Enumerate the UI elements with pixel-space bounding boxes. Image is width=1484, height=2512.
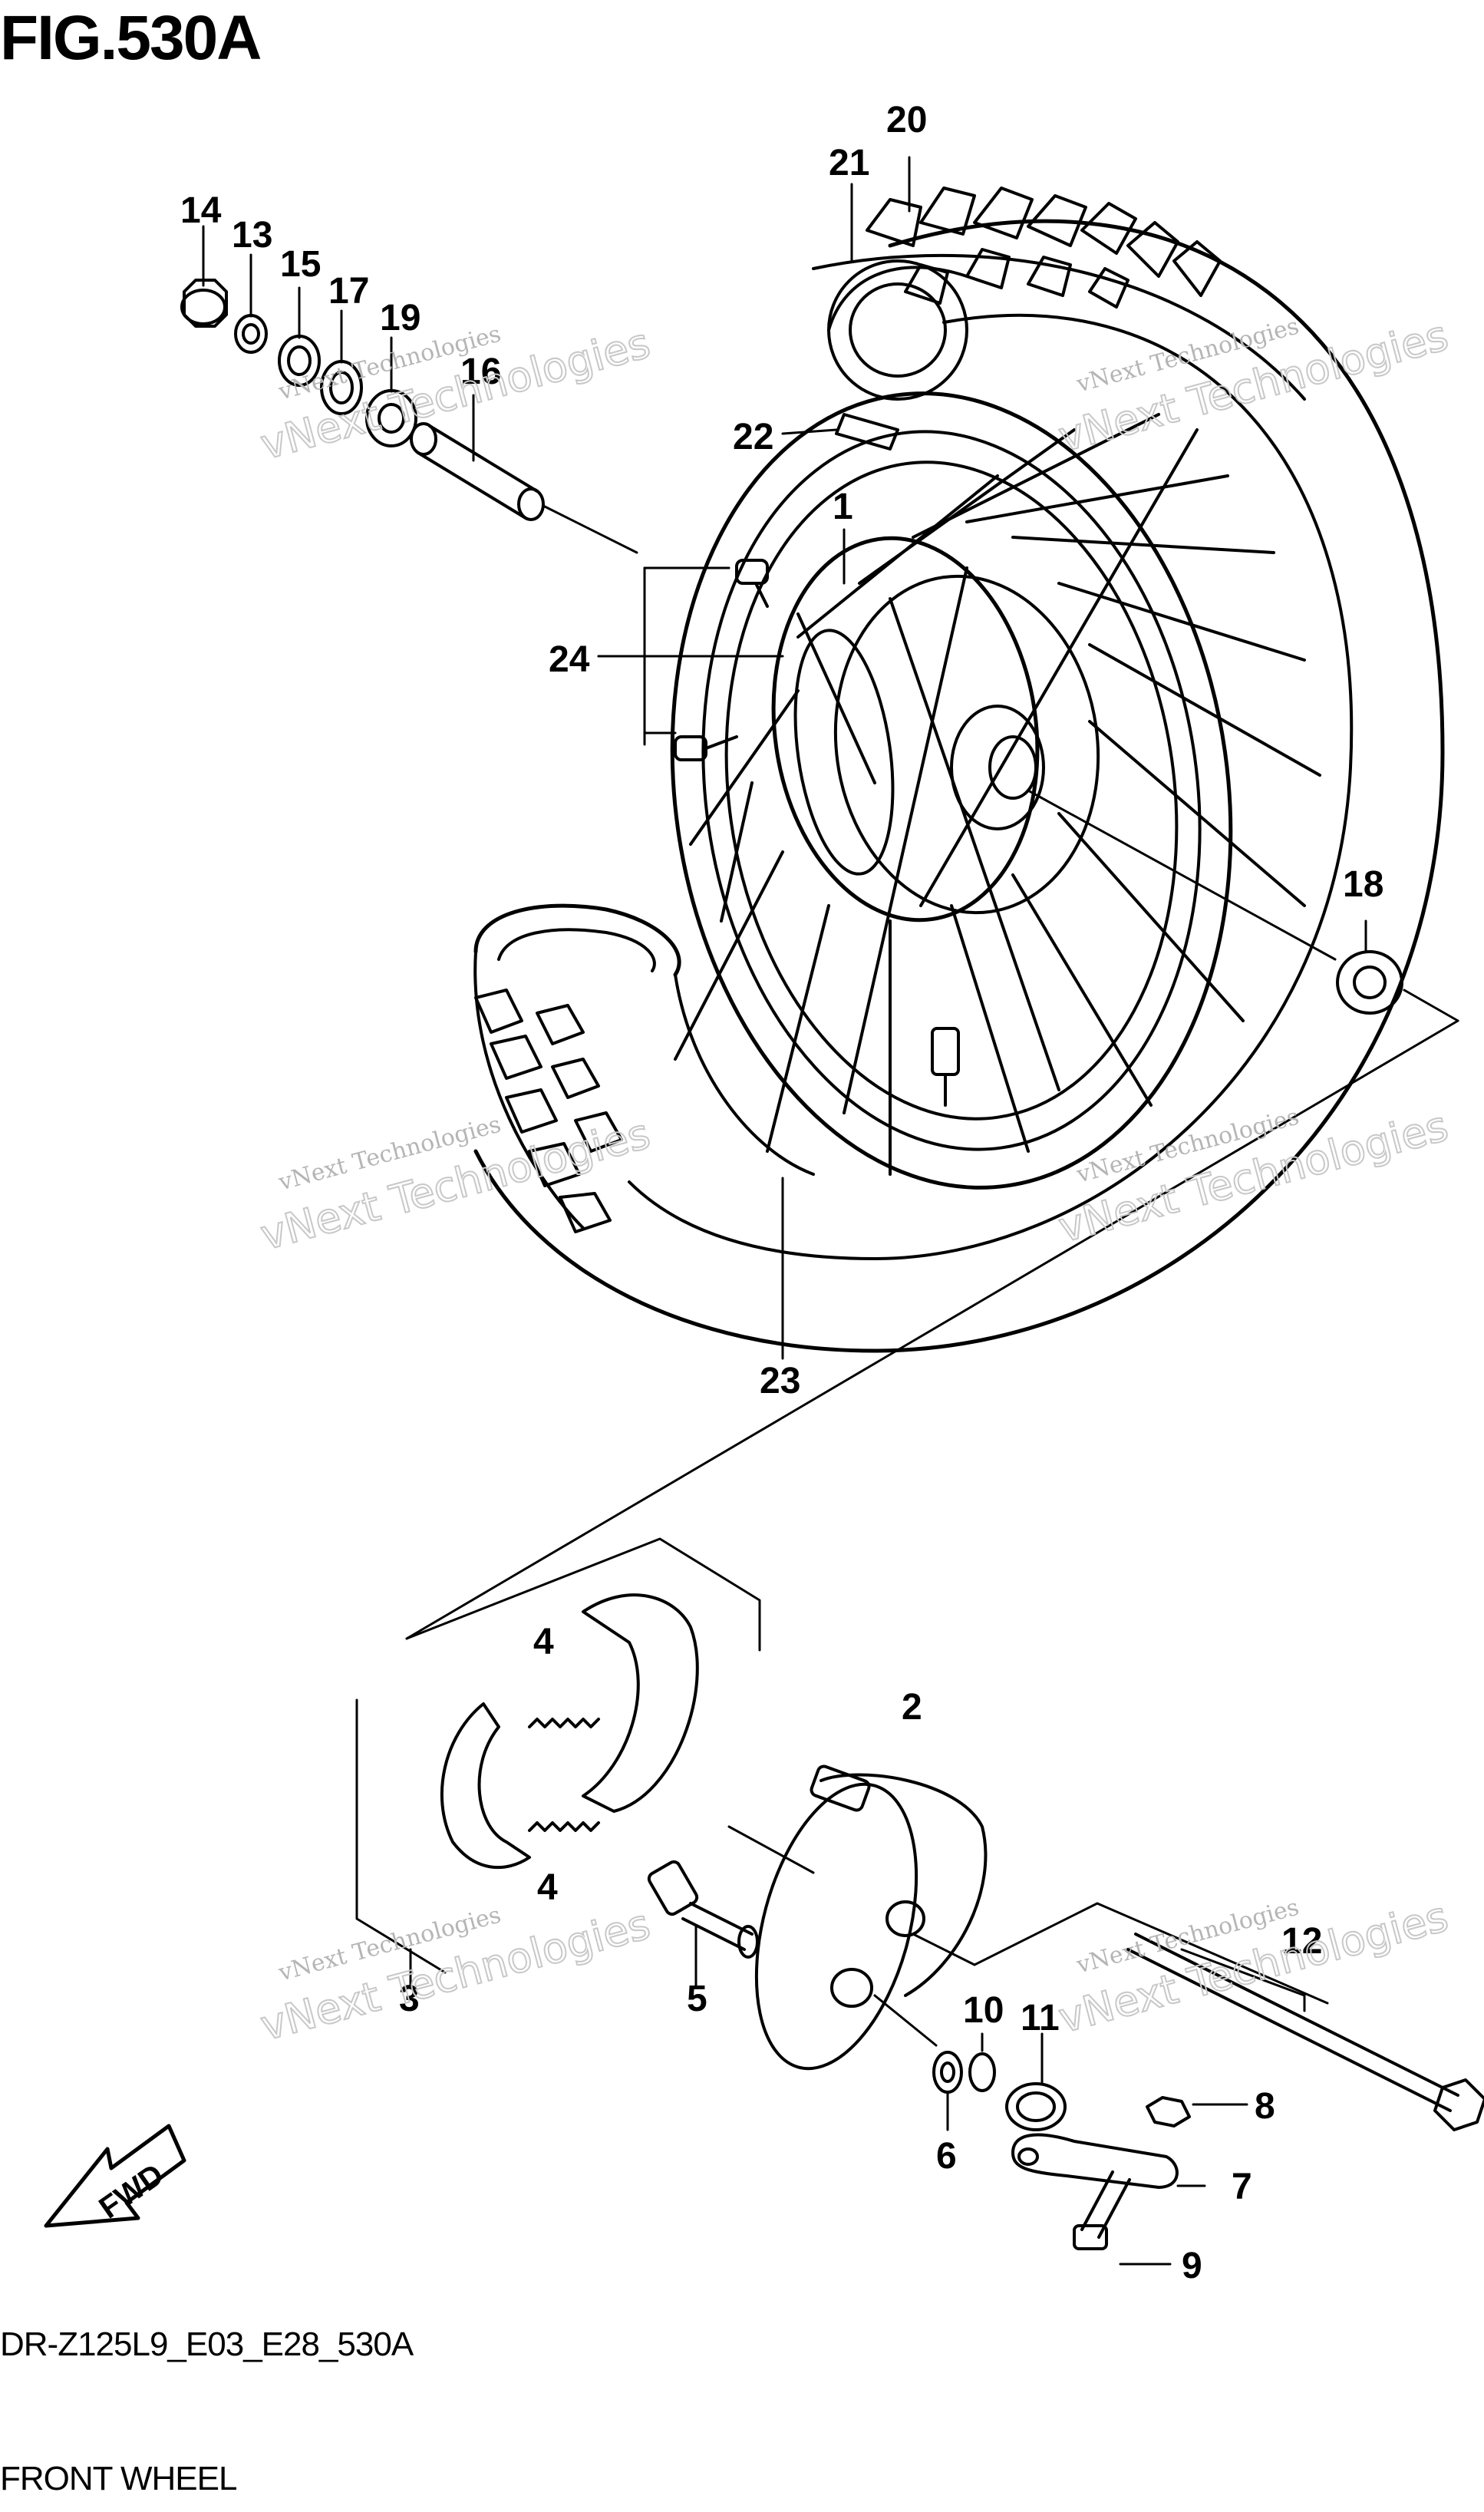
nut-14	[180, 279, 228, 328]
callout-5: 5	[687, 1979, 707, 2019]
callout-2: 2	[902, 1687, 922, 1728]
brake-panel	[754, 1764, 988, 2071]
callout-1: 1	[833, 487, 853, 527]
callout-16: 16	[460, 352, 501, 392]
figure-title: FIG.530A	[0, 3, 262, 73]
callout-13: 13	[232, 215, 272, 256]
brake-shoe-lower	[440, 1702, 531, 1870]
brake-shoe-upper	[582, 1593, 699, 1813]
spacer-16	[410, 422, 545, 521]
fwd-arrow-icon: FWD	[44, 2124, 186, 2228]
callout-19: 19	[380, 298, 420, 338]
figure-code: DR-Z125L9_E03_E28_530A	[0, 2325, 414, 2363]
brake-spring-upper	[528, 1718, 600, 1728]
washer-6	[932, 2051, 963, 2094]
callout-4-lower: 4	[537, 1867, 558, 1908]
wheel-rim	[670, 391, 1233, 1190]
rim-band	[835, 413, 899, 451]
callout-22: 22	[733, 417, 773, 457]
callout-11: 11	[1021, 1998, 1060, 2038]
callout-12: 12	[1281, 1921, 1322, 1962]
brake-cam-lever	[1011, 2133, 1179, 2189]
callout-20: 20	[886, 100, 927, 140]
brake-spring-lower	[528, 1821, 600, 1832]
nut-8	[1146, 2096, 1191, 2127]
wheel-spokes	[674, 413, 1321, 1176]
callout-15: 15	[280, 244, 321, 285]
callout-24: 24	[549, 639, 590, 680]
callout-4-upper: 4	[533, 1622, 554, 1662]
callout-9: 9	[1182, 2246, 1202, 2286]
callout-23: 23	[760, 1361, 800, 1401]
front-axle	[1126, 1933, 1484, 2131]
tire	[473, 187, 1445, 1353]
cam-seal-11	[1005, 2082, 1067, 2131]
leader-lines	[202, 156, 1459, 2266]
callout-6: 6	[936, 2136, 957, 2177]
fwd-label: FWD	[93, 2157, 170, 2225]
callout-10: 10	[963, 1990, 1004, 2031]
bearing-18	[1336, 950, 1403, 1015]
bolt-9	[1073, 2170, 1131, 2250]
callout-8: 8	[1255, 2086, 1275, 2127]
callout-labels: 14 13 15 17 19 16 20 21 22 1 24 18 23 4 …	[180, 100, 1383, 2286]
figure-name: FRONT WHEEL	[0, 2460, 237, 2497]
callout-14: 14	[180, 190, 222, 231]
callout-17: 17	[328, 271, 369, 312]
bolts-24	[674, 559, 769, 761]
callout-7: 7	[1232, 2167, 1252, 2207]
washer-13	[234, 314, 268, 354]
washer-10	[968, 2052, 996, 2092]
brake-cam	[647, 1860, 759, 1959]
watermarks: vNext Technologies vNext Technologies vN…	[255, 310, 1453, 2051]
tire-valve	[931, 1027, 960, 1107]
callout-18: 18	[1343, 864, 1383, 905]
callout-21: 21	[829, 143, 869, 183]
inner-tube	[827, 259, 968, 401]
callout-3: 3	[399, 1979, 420, 2019]
